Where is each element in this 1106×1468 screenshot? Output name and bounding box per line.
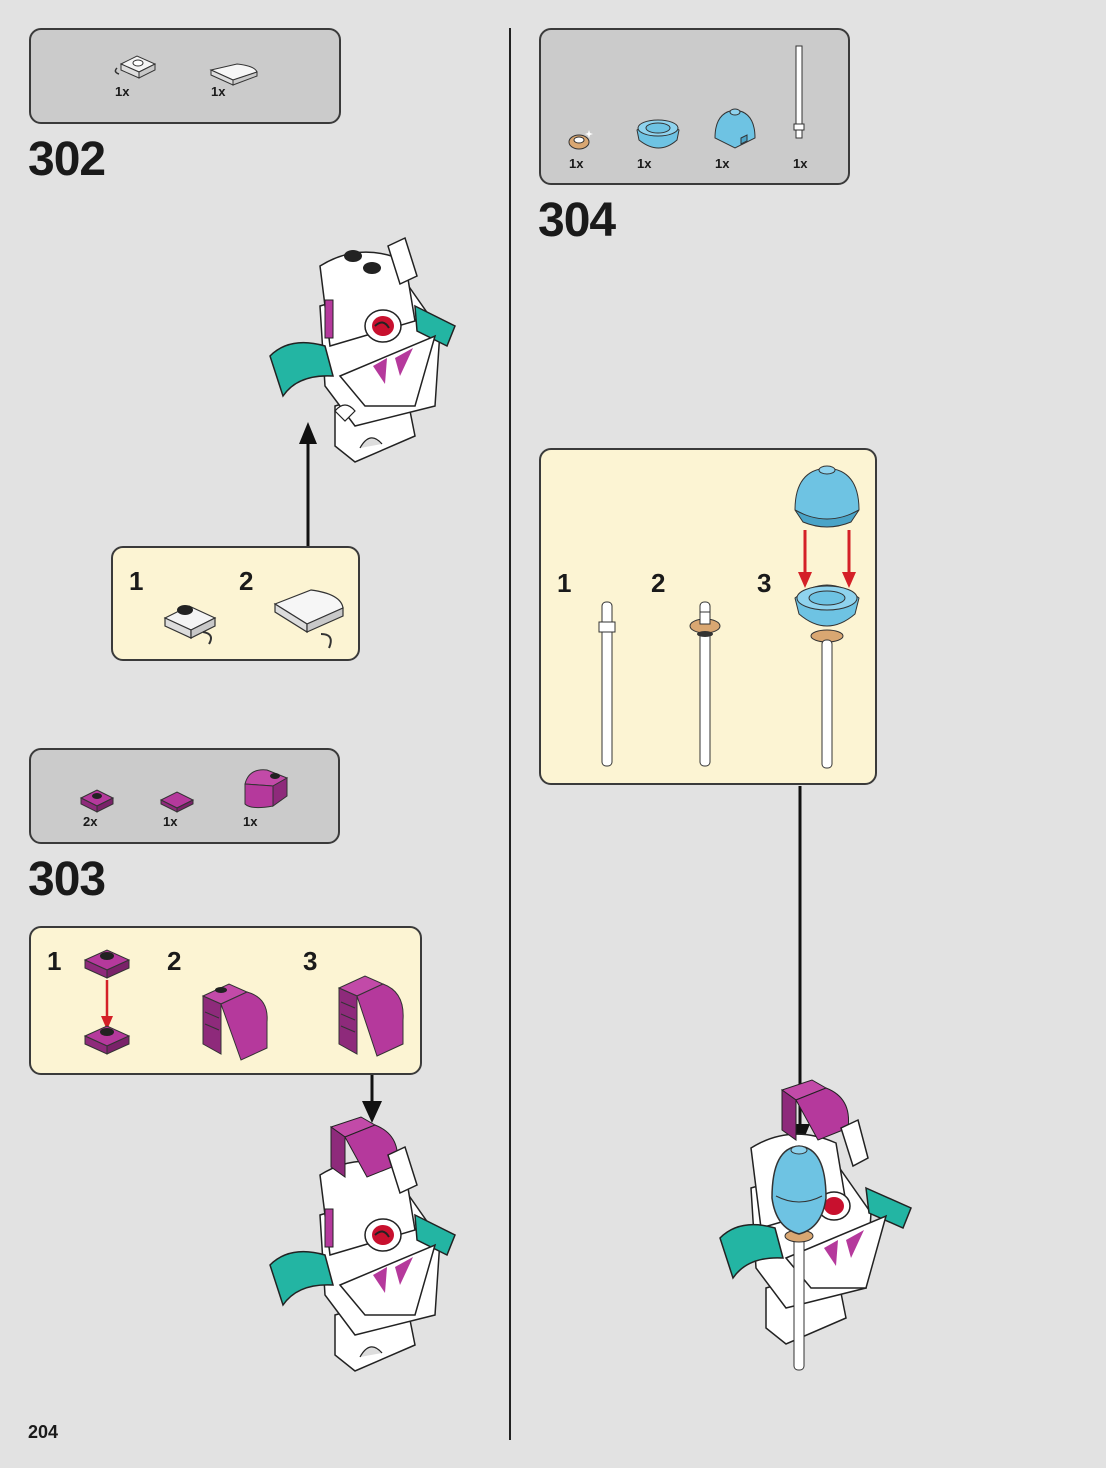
step-303-substeps: 1 2 3 [29,926,422,1075]
step-302-parts-list: 1x 1x [29,28,341,124]
white-bar-icon [595,598,619,768]
bar-with-domes-icon [787,460,867,770]
white-curved-slope-icon [271,584,351,654]
part-qty: 1x [715,156,729,171]
part-qty: 1x [569,156,583,171]
bar-with-tan-ring-icon [685,598,725,768]
step-number-302: 302 [28,132,105,187]
column-divider [509,28,511,1440]
part-qty: 1x [115,84,129,99]
step-number-304: 304 [538,193,615,248]
light-blue-dome-open-icon [633,114,683,154]
substep-number: 2 [651,568,665,599]
step-304-substeps: 1 2 3 [539,448,877,785]
magenta-plate-icon [79,786,115,816]
step-303-parts-list: 2x 1x 1x [29,748,340,844]
part-qty: 1x [163,814,177,829]
substep-number: 2 [167,946,181,977]
page-number: 204 [28,1422,58,1443]
substep-number: 3 [757,568,771,599]
substep-number: 2 [239,566,253,597]
substep-number: 1 [129,566,143,597]
assembly-arrow [298,422,318,546]
robot-model-step-302 [265,236,465,466]
white-clip-plate-icon [159,598,223,648]
step-302-substeps: 1 2 [111,546,360,661]
robot-model-step-303 [265,1115,465,1375]
tan-ring-icon [567,128,593,154]
part-qty: 1x [211,84,225,99]
substep-number: 1 [557,568,571,599]
substep-number: 3 [303,946,317,977]
white-bar-icon [789,44,809,140]
part-qty: 1x [793,156,807,171]
part-qty: 2x [83,814,97,829]
magenta-plate-stack-icon [81,944,137,1054]
robot-model-step-304 [716,1078,916,1378]
magenta-curved-brick-icon [239,764,295,814]
white-clip-plate-icon [113,50,163,84]
magenta-curved-brick-stack-icon [335,972,411,1058]
step-304-parts-list: 1x 1x 1x 1x [539,28,850,185]
magenta-curved-brick-icon [199,980,275,1060]
substep-number: 1 [47,946,61,977]
part-qty: 1x [637,156,651,171]
step-number-303: 303 [28,852,105,907]
light-blue-dome-icon [711,108,759,154]
part-qty: 1x [243,814,257,829]
